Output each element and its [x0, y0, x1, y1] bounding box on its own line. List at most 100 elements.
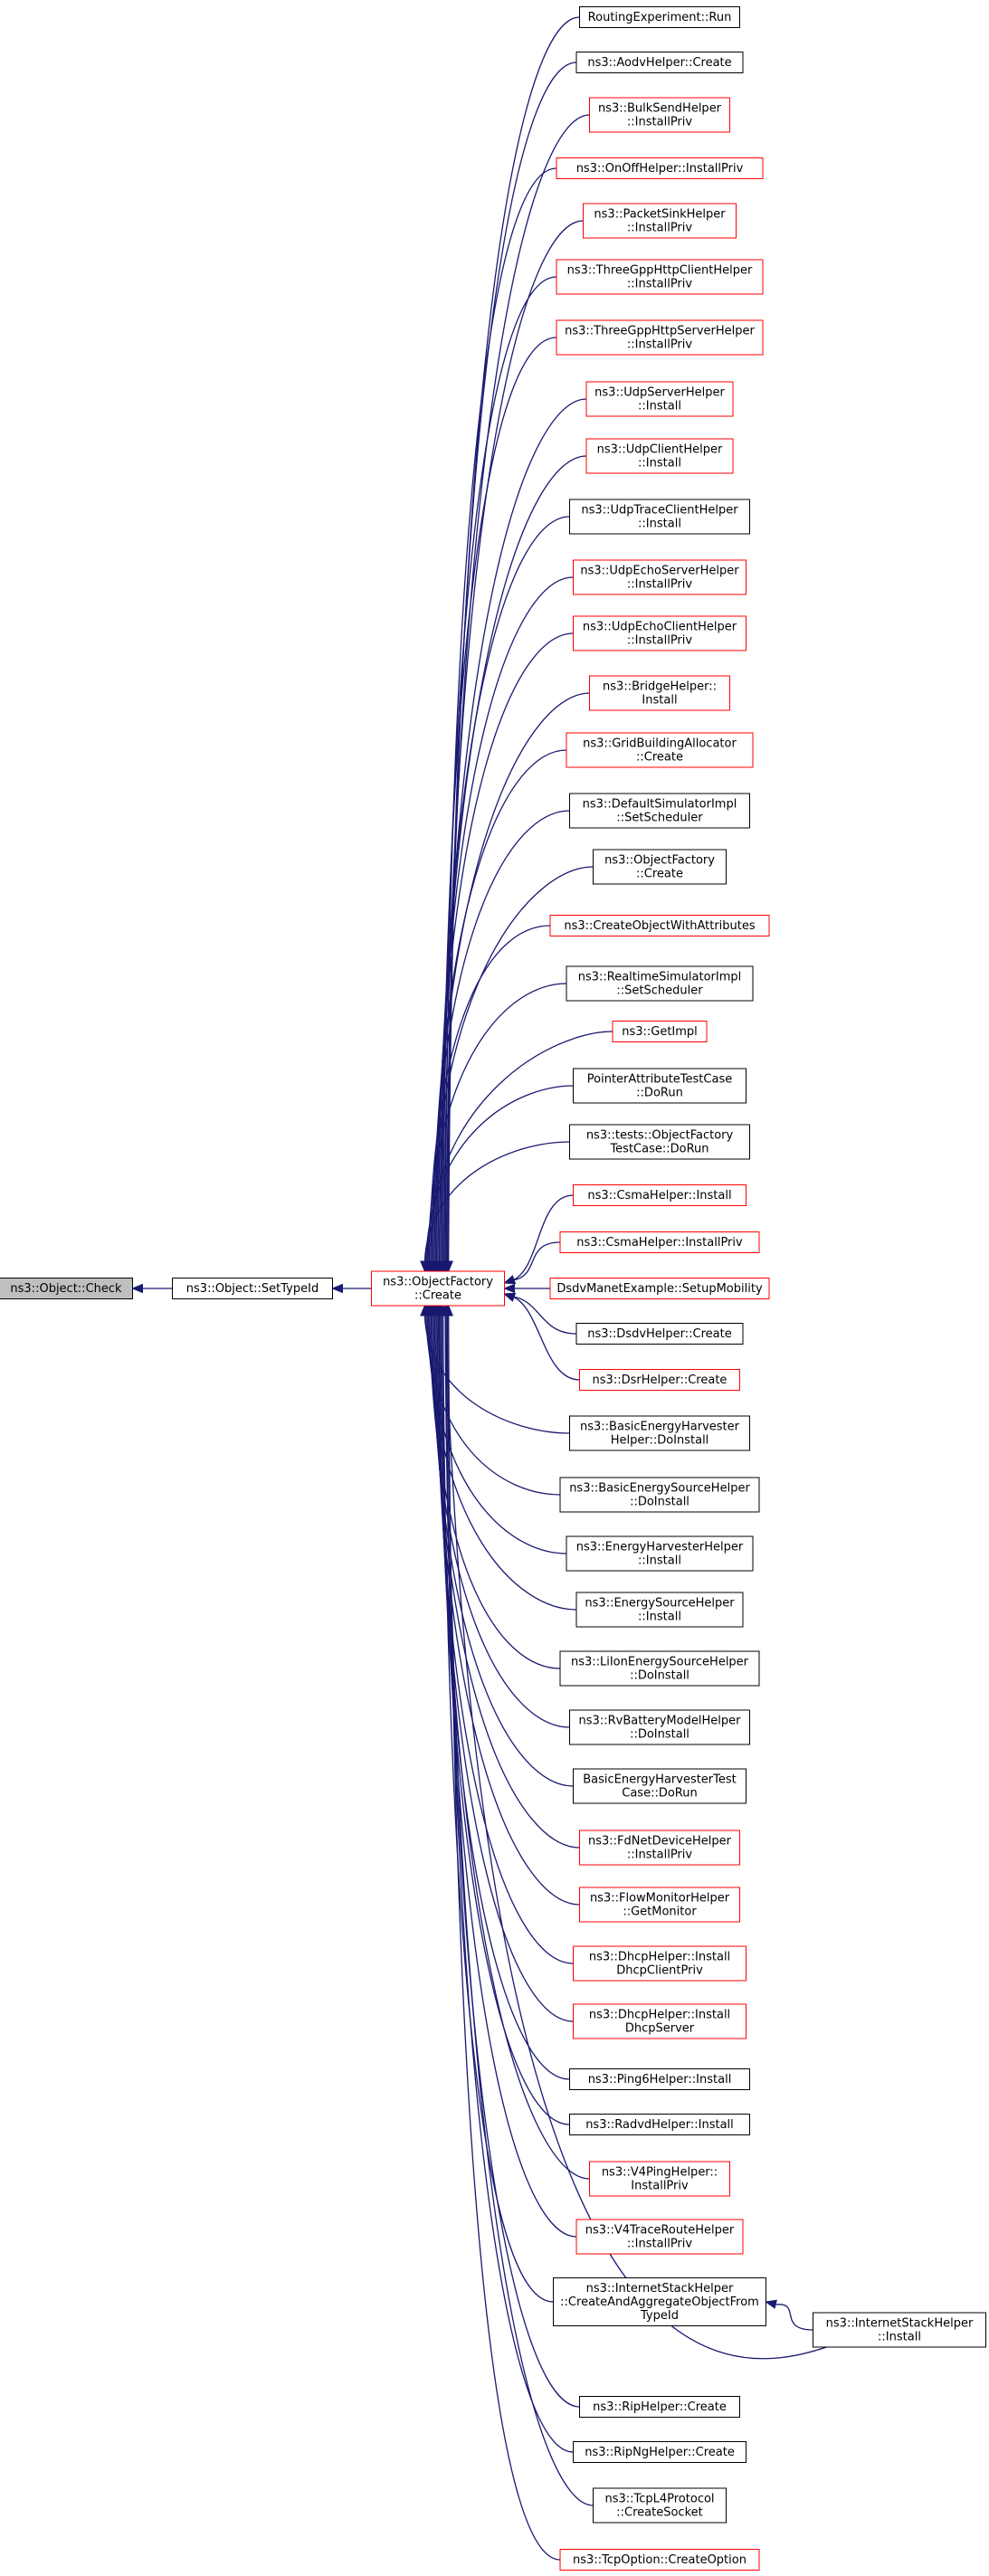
- node-box[interactable]: [569, 2068, 750, 2090]
- node-box[interactable]: [575, 1323, 744, 1345]
- node-box[interactable]: [569, 499, 750, 535]
- graph-node-c24[interactable]: ns3::DsdvHelper::Create: [575, 1323, 744, 1345]
- graph-node-c7[interactable]: ns3::UdpServerHelper::Install: [585, 381, 734, 417]
- graph-node-c5[interactable]: ns3::ThreeGppHttpClientHelper::InstallPr…: [556, 259, 764, 295]
- node-box[interactable]: [0, 1278, 133, 1299]
- graph-node-c18[interactable]: ns3::GetImpl: [612, 1021, 708, 1042]
- node-box[interactable]: [569, 793, 750, 829]
- node-box[interactable]: [573, 2441, 747, 2463]
- node-box[interactable]: [556, 259, 764, 295]
- graph-node-factory[interactable]: ns3::ObjectFactory::Create: [371, 1270, 505, 1307]
- node-box[interactable]: [559, 1231, 760, 1253]
- graph-node-c6[interactable]: ns3::ThreeGppHttpServerHelper::InstallPr…: [556, 319, 764, 356]
- graph-node-c23[interactable]: DsdvManetExample::SetupMobility: [549, 1278, 770, 1299]
- graph-node-c25[interactable]: ns3::DsrHelper::Create: [579, 1369, 740, 1391]
- node-box[interactable]: [573, 2003, 747, 2039]
- node-box[interactable]: [569, 1415, 750, 1451]
- graph-node-c0[interactable]: RoutingExperiment::Run: [579, 6, 740, 28]
- node-box[interactable]: [569, 1124, 750, 1160]
- graph-node-c10[interactable]: ns3::UdpEchoServerHelper::InstallPriv: [573, 559, 747, 595]
- node-box[interactable]: [566, 732, 754, 768]
- node-box[interactable]: [549, 1278, 770, 1299]
- graph-node-c17[interactable]: ns3::RealtimeSimulatorImpl::SetScheduler: [566, 965, 754, 1002]
- graph-node-c21[interactable]: ns3::CsmaHelper::Install: [573, 1184, 747, 1206]
- graph-node-settypeid[interactable]: ns3::Object::SetTypeId: [172, 1278, 333, 1299]
- graph-node-c43[interactable]: ns3::RipNgHelper::Create: [573, 2441, 747, 2463]
- node-box[interactable]: [579, 1830, 740, 1866]
- graph-node-c41[interactable]: ns3::InternetStackHelper::CreateAndAggre…: [553, 2277, 766, 2326]
- graph-node-c27[interactable]: ns3::BasicEnergySourceHelper::DoInstall: [559, 1477, 760, 1513]
- node-box[interactable]: [556, 319, 764, 356]
- graph-node-c13[interactable]: ns3::GridBuildingAllocator::Create: [566, 732, 754, 768]
- graph-node-c19[interactable]: PointerAttributeTestCase::DoRun: [573, 1068, 747, 1104]
- graph-node-c11[interactable]: ns3::UdpEchoClientHelper::InstallPriv: [573, 615, 747, 651]
- graph-node-c45[interactable]: ns3::TcpOption::CreateOption: [559, 2549, 760, 2571]
- node-box[interactable]: [549, 915, 770, 936]
- graph-node-c8[interactable]: ns3::UdpClientHelper::Install: [585, 438, 734, 474]
- graph-node-c31[interactable]: ns3::RvBatteryModelHelper::DoInstall: [569, 1709, 750, 1745]
- node-box[interactable]: [573, 615, 747, 651]
- node-box[interactable]: [593, 849, 727, 885]
- node-box[interactable]: [579, 6, 740, 28]
- node-box[interactable]: [371, 1270, 505, 1307]
- node-box[interactable]: [172, 1278, 333, 1299]
- node-box[interactable]: [556, 157, 764, 179]
- graph-node-c26[interactable]: ns3::BasicEnergyHarvesterHelper::DoInsta…: [569, 1415, 750, 1451]
- graph-node-ish[interactable]: ns3::InternetStackHelper::Install: [813, 2312, 986, 2348]
- node-box[interactable]: [813, 2312, 986, 2348]
- node-box[interactable]: [579, 1369, 740, 1391]
- graph-node-c28[interactable]: ns3::EnergyHarvesterHelper::Install: [566, 1535, 754, 1572]
- node-box[interactable]: [575, 52, 744, 73]
- node-box[interactable]: [566, 1535, 754, 1572]
- graph-node-c14[interactable]: ns3::DefaultSimulatorImpl::SetScheduler: [569, 793, 750, 829]
- node-box[interactable]: [569, 2114, 750, 2135]
- graph-node-c30[interactable]: ns3::LiIonEnergySourceHelper::DoInstall: [559, 1650, 760, 1687]
- graph-node-c15[interactable]: ns3::ObjectFactory::Create: [593, 849, 727, 885]
- node-box[interactable]: [559, 2549, 760, 2571]
- graph-node-c12[interactable]: ns3::BridgeHelper::Install: [589, 675, 730, 711]
- graph-node-c9[interactable]: ns3::UdpTraceClientHelper::Install: [569, 499, 750, 535]
- graph-node-c1[interactable]: ns3::AodvHelper::Create: [575, 52, 744, 73]
- node-box[interactable]: [573, 1068, 747, 1104]
- node-box[interactable]: [589, 97, 730, 133]
- graph-node-check[interactable]: ns3::Object::Check: [0, 1278, 133, 1299]
- node-box[interactable]: [585, 438, 734, 474]
- graph-node-c42[interactable]: ns3::RipHelper::Create: [579, 2396, 740, 2418]
- node-box[interactable]: [566, 965, 754, 1002]
- graph-node-c4[interactable]: ns3::PacketSinkHelper::InstallPriv: [583, 203, 737, 239]
- graph-node-c39[interactable]: ns3::V4PingHelper::InstallPriv: [589, 2161, 730, 2197]
- node-box[interactable]: [553, 2277, 766, 2326]
- node-box[interactable]: [585, 381, 734, 417]
- node-box[interactable]: [575, 1592, 744, 1628]
- node-box[interactable]: [593, 2487, 727, 2524]
- node-box[interactable]: [583, 203, 737, 239]
- node-box[interactable]: [612, 1021, 708, 1042]
- graph-node-c2[interactable]: ns3::BulkSendHelper::InstallPriv: [589, 97, 730, 133]
- graph-node-c16[interactable]: ns3::CreateObjectWithAttributes: [549, 915, 770, 936]
- node-box[interactable]: [573, 1768, 747, 1804]
- node-box[interactable]: [589, 675, 730, 711]
- node-box[interactable]: [589, 2161, 730, 2197]
- node-box[interactable]: [573, 1184, 747, 1206]
- node-box[interactable]: [579, 1887, 740, 1923]
- node-box[interactable]: [575, 2219, 744, 2255]
- graph-node-c40[interactable]: ns3::V4TraceRouteHelper::InstallPriv: [575, 2219, 744, 2255]
- node-box[interactable]: [559, 1477, 760, 1513]
- graph-node-c37[interactable]: ns3::Ping6Helper::Install: [569, 2068, 750, 2090]
- graph-node-c44[interactable]: ns3::TcpL4Protocol::CreateSocket: [593, 2487, 727, 2524]
- graph-node-c22[interactable]: ns3::CsmaHelper::InstallPriv: [559, 1231, 760, 1253]
- graph-node-c29[interactable]: ns3::EnergySourceHelper::Install: [575, 1592, 744, 1628]
- graph-node-c34[interactable]: ns3::FlowMonitorHelper::GetMonitor: [579, 1887, 740, 1923]
- node-box[interactable]: [559, 1650, 760, 1687]
- graph-node-c33[interactable]: ns3::FdNetDeviceHelper::InstallPriv: [579, 1830, 740, 1866]
- node-box[interactable]: [573, 1945, 747, 1982]
- graph-node-c38[interactable]: ns3::RadvdHelper::Install: [569, 2114, 750, 2135]
- node-box[interactable]: [573, 559, 747, 595]
- node-box[interactable]: [569, 1709, 750, 1745]
- node-box[interactable]: [579, 2396, 740, 2418]
- graph-node-c3[interactable]: ns3::OnOffHelper::InstallPriv: [556, 157, 764, 179]
